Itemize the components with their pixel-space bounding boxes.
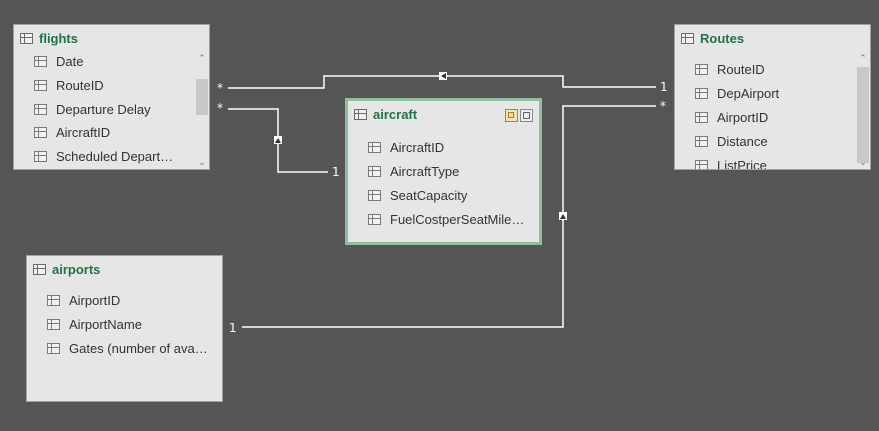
field-icon: [368, 189, 381, 201]
field-label: AircraftID: [56, 124, 111, 140]
table-title: aircraft: [373, 106, 418, 122]
table-airports[interactable]: airports AirportID AirportName Gates (nu…: [26, 255, 223, 402]
field-icon: [47, 318, 60, 330]
cardinality-one-label: 1: [332, 165, 340, 179]
cardinality-many-label: *: [217, 81, 223, 95]
header-buttons: [505, 109, 533, 122]
table-header[interactable]: Routes: [675, 25, 870, 51]
field-item[interactable]: AirportName: [27, 312, 208, 336]
table-title: flights: [39, 30, 78, 46]
field-item[interactable]: SeatCapacity: [348, 183, 525, 207]
field-label: AircraftID: [390, 139, 445, 155]
field-label: Gates (number of ava…: [69, 340, 208, 356]
field-label: DepAirport: [717, 85, 780, 101]
table-flights[interactable]: flights Date RouteID Departure Delay Air…: [13, 24, 210, 170]
field-icon: [34, 150, 47, 162]
field-label: Date: [56, 53, 84, 69]
scroll-thumb[interactable]: [196, 79, 208, 115]
table-icon: [354, 108, 367, 120]
scroll-up-icon[interactable]: ⌃: [859, 53, 867, 63]
field-label: ListPrice: [717, 157, 767, 170]
table-routes[interactable]: Routes RouteID DepAirport AirportID Dist…: [674, 24, 871, 170]
cardinality-many-label: *: [660, 99, 666, 113]
field-icon: [34, 79, 47, 91]
field-item[interactable]: Gates (number of ava…: [27, 336, 208, 360]
cardinality-many-label: *: [217, 101, 223, 115]
scroll-up-icon[interactable]: ⌃: [198, 53, 206, 63]
maximize-icon[interactable]: [520, 109, 533, 122]
table-title: airports: [52, 261, 101, 277]
field-label: RouteID: [56, 77, 104, 93]
field-label: Distance: [717, 133, 768, 149]
field-item[interactable]: DepAirport: [675, 81, 856, 105]
field-icon: [368, 165, 381, 177]
table-aircraft[interactable]: aircraft AircraftID AircraftType SeatCap…: [345, 98, 542, 245]
field-item[interactable]: RouteID: [14, 73, 195, 97]
field-item[interactable]: AircraftType: [348, 159, 525, 183]
field-label: FuelCostperSeatMile…: [390, 211, 525, 227]
field-item[interactable]: Date: [14, 49, 195, 73]
field-icon: [695, 159, 708, 169]
field-label: AirportName: [69, 316, 142, 332]
field-item[interactable]: AircraftID: [348, 135, 525, 159]
field-item[interactable]: RouteID: [675, 57, 856, 81]
scroll-thumb[interactable]: [857, 67, 869, 163]
direction-arrow-icon: [560, 214, 566, 219]
scroll-down-icon[interactable]: ⌄: [859, 157, 867, 167]
field-item[interactable]: ListPrice: [675, 153, 856, 170]
field-icon: [695, 63, 708, 75]
direction-arrow-icon: [275, 138, 281, 143]
field-label: SeatCapacity: [390, 187, 468, 203]
field-label: AirportID: [717, 109, 769, 125]
field-icon: [47, 294, 60, 306]
table-header[interactable]: aircraft: [348, 101, 539, 127]
table-header[interactable]: airports: [27, 256, 222, 282]
field-icon: [695, 111, 708, 123]
field-label: Departure Delay: [56, 101, 151, 117]
field-icon: [34, 103, 47, 115]
field-icon: [368, 213, 381, 225]
field-item[interactable]: AirportID: [675, 105, 856, 129]
field-item[interactable]: FuelCostperSeatMile…: [348, 207, 525, 231]
field-item[interactable]: Distance: [675, 129, 856, 153]
field-item[interactable]: Departure Delay: [14, 97, 195, 121]
cardinality-one-label: 1: [229, 321, 237, 335]
field-icon: [47, 342, 60, 354]
cardinality-one-label: 1: [660, 80, 668, 94]
direction-arrow-icon: [441, 73, 446, 79]
field-label: Scheduled Depart…: [56, 148, 174, 164]
table-header[interactable]: flights: [14, 25, 209, 51]
table-icon: [681, 32, 694, 44]
table-icon: [20, 32, 33, 44]
table-icon: [33, 263, 46, 275]
scroll-down-icon[interactable]: ⌄: [198, 157, 206, 167]
field-item[interactable]: AircraftID: [14, 120, 195, 144]
field-icon: [34, 55, 47, 67]
field-icon: [34, 126, 47, 138]
field-item[interactable]: Scheduled Depart…: [14, 144, 195, 168]
field-icon: [368, 141, 381, 153]
table-title: Routes: [700, 30, 745, 46]
field-icon: [695, 135, 708, 147]
field-label: RouteID: [717, 61, 765, 77]
field-item[interactable]: AirportID: [27, 288, 208, 312]
scrollbar[interactable]: ⌃ ⌄: [195, 51, 209, 169]
field-label: AirportID: [69, 292, 121, 308]
create-hierarchy-icon[interactable]: [505, 109, 518, 122]
scrollbar[interactable]: ⌃ ⌄: [856, 51, 870, 169]
field-label: AircraftType: [390, 163, 460, 179]
field-icon: [695, 87, 708, 99]
